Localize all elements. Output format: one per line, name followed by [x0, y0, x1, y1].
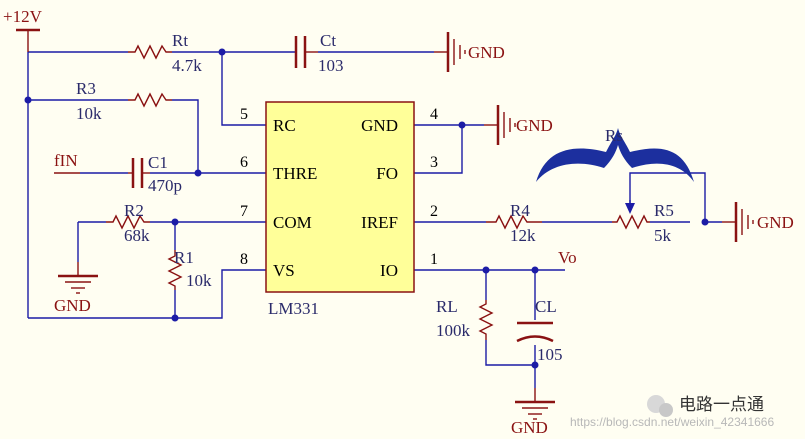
- ground-symbol-pin4: GND: [482, 103, 553, 147]
- fin-label: fIN: [54, 151, 78, 170]
- cl-ref: CL: [535, 297, 557, 316]
- resistor-r4: R4 12k: [486, 201, 542, 245]
- ground-symbol-bottom: GND: [511, 386, 557, 437]
- gnd-label-bottom: GND: [511, 418, 548, 437]
- pin1-label: IO: [380, 261, 398, 280]
- resistor-r2: R2 68k: [106, 201, 150, 245]
- r1-ref: R1: [174, 248, 194, 267]
- ground-symbol-top: GND: [432, 30, 505, 74]
- vcc-symbol: +12V: [3, 7, 43, 52]
- rt-ref: Rt: [172, 31, 188, 50]
- pin7-number: 7: [240, 203, 248, 220]
- r4-ref: R4: [510, 201, 530, 220]
- pin5-number: 5: [240, 106, 248, 123]
- r2-value: 68k: [124, 226, 150, 245]
- ground-symbol-right: GND: [720, 200, 794, 244]
- capacitor-ct: Ct 103: [294, 31, 344, 75]
- r3-value: 10k: [76, 104, 102, 123]
- pin5-label: RC: [273, 116, 296, 135]
- r3-ref: R3: [76, 79, 96, 98]
- rs-label: Rs: [605, 126, 623, 145]
- watermark-brand: 电路一点通: [679, 395, 764, 415]
- rs-brace: Rs: [536, 126, 694, 182]
- pin1-number: 1: [430, 251, 438, 268]
- gnd-label-left: GND: [54, 296, 91, 315]
- resistor-rt: Rt 4.7k: [128, 31, 202, 75]
- r4-value: 12k: [510, 226, 536, 245]
- pin3-number: 3: [430, 154, 438, 171]
- pin6-number: 6: [240, 154, 248, 171]
- rt-value: 4.7k: [172, 56, 202, 75]
- pin8-number: 8: [240, 251, 248, 268]
- capacitor-c1: C1 470p: [128, 153, 182, 195]
- ct-ref: Ct: [320, 31, 336, 50]
- pin2-label: IREF: [361, 213, 398, 232]
- capacitor-cl: CL 105: [516, 297, 563, 364]
- lm331-chip: RC THRE COM VS GND FO IREF IO 5 6 7 8 4 …: [240, 101, 438, 318]
- pin2-number: 2: [430, 203, 438, 220]
- cl-value: 105: [537, 345, 563, 364]
- watermark: https://blog.csdn.net/weixin_42341666 电路…: [570, 395, 774, 429]
- pin4-label: GND: [361, 116, 398, 135]
- gnd-label-pin4: GND: [516, 116, 553, 135]
- pin6-label: THRE: [273, 164, 317, 183]
- rl-value: 100k: [436, 321, 471, 340]
- wires: [27, 51, 722, 388]
- ct-value: 103: [318, 56, 344, 75]
- pin8-label: VS: [273, 261, 295, 280]
- pin7-label: COM: [273, 213, 312, 232]
- resistor-r3: R3 10k: [76, 79, 172, 123]
- junctions: [24, 48, 709, 369]
- ground-symbol-left: GND: [54, 260, 100, 315]
- gnd-label-top: GND: [468, 43, 505, 62]
- c1-value: 470p: [148, 176, 182, 195]
- r5-value: 5k: [654, 226, 672, 245]
- c1-ref: C1: [148, 153, 168, 172]
- vcc-label: +12V: [3, 7, 43, 26]
- resistor-rl: RL 100k: [436, 297, 494, 340]
- r2-ref: R2: [124, 201, 144, 220]
- wechat-icon: [647, 395, 673, 417]
- pin4-number: 4: [430, 106, 438, 123]
- gnd-label-right: GND: [757, 213, 794, 232]
- input-fin: fIN: [54, 151, 80, 174]
- potentiometer-r5: R5 5k: [612, 200, 674, 245]
- chip-name: LM331: [268, 299, 319, 318]
- r1-value: 10k: [186, 271, 212, 290]
- r5-ref: R5: [654, 201, 674, 220]
- pin3-label: FO: [376, 164, 398, 183]
- vo-label: Vo: [558, 248, 577, 267]
- resistor-r1: R1 10k: [167, 248, 212, 290]
- watermark-url: https://blog.csdn.net/weixin_42341666: [570, 415, 774, 429]
- rl-ref: RL: [436, 297, 458, 316]
